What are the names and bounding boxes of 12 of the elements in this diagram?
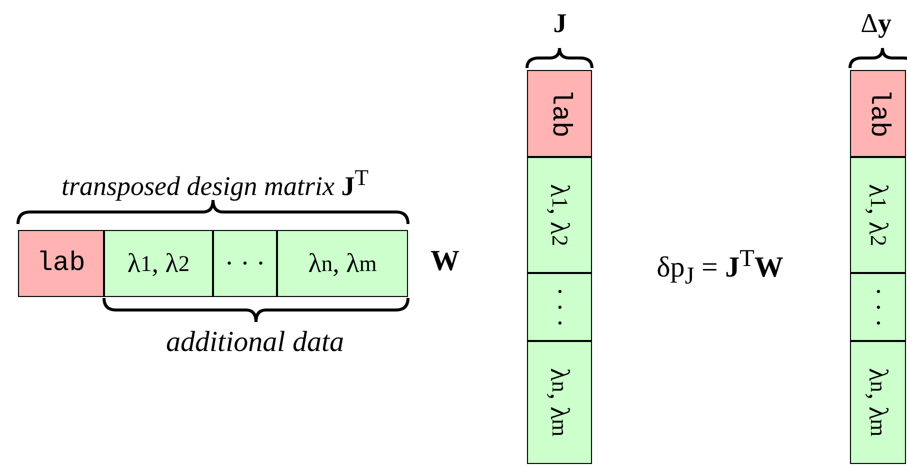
matrix-heading: transposed design matrix J$^{T}$ [60,165,370,202]
brace-caption: additional data [164,326,346,359]
matrix-heading: J [552,8,568,39]
matrix-heading: Δy [860,8,892,39]
matrix-cell: lab [18,230,104,297]
equation-text: δp$_{J}$ = J$^{T}$W [656,245,784,290]
matrix-cell: lab [527,70,592,157]
matrix-cell: lab [850,70,906,157]
matrix-cell: · · · [527,273,592,341]
matrix-cell: · · · [213,230,277,297]
matrix-cell: · · · [850,273,906,341]
equation-text: W [430,245,460,278]
